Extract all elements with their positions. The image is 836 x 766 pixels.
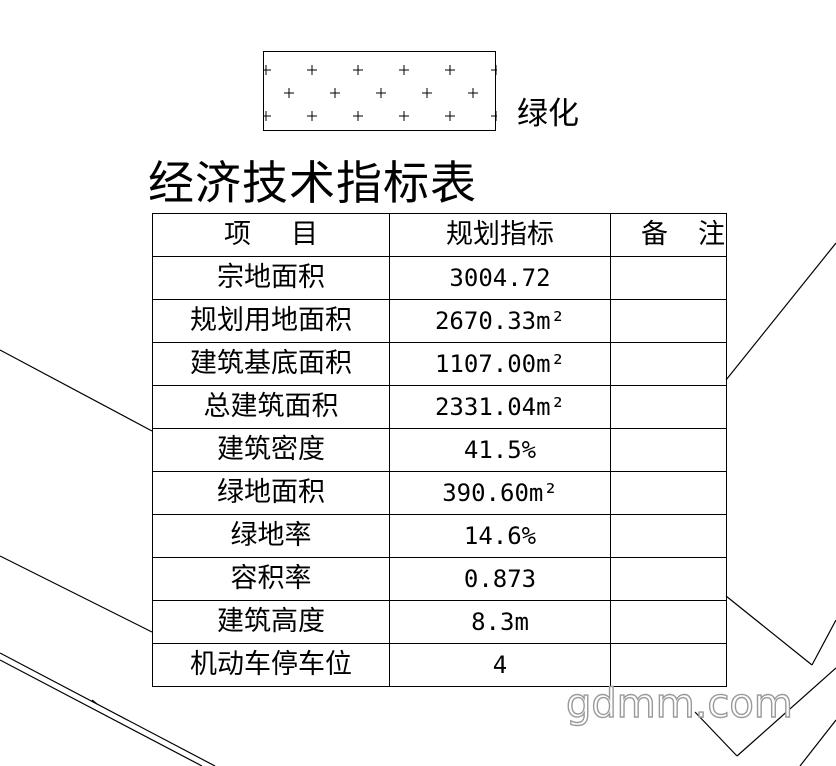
cell-item: 宗地面积 — [152, 256, 390, 300]
cell-value: 41.5% — [389, 428, 611, 472]
boundary-line — [811, 619, 836, 666]
cell-value: 0.873 — [389, 557, 611, 601]
table-header-row: 项目 规划指标 备注 — [152, 213, 727, 257]
cell-item: 绿地面积 — [152, 471, 390, 515]
cell-item: 建筑基底面积 — [152, 342, 390, 386]
cell-note — [610, 471, 727, 515]
cell-value: 2331.04m² — [389, 385, 611, 429]
cross-hatch-pattern — [261, 65, 501, 121]
cell-value: 1107.00m² — [389, 342, 611, 386]
cell-note — [610, 256, 727, 300]
header-note: 备注 — [610, 213, 727, 257]
boundary-line — [0, 349, 153, 432]
boundary-line — [0, 555, 153, 633]
cell-item: 绿地率 — [152, 514, 390, 558]
cell-value: 8.3m — [389, 600, 611, 644]
cell-value: 2670.33m² — [389, 299, 611, 343]
cell-item: 规划用地面积 — [152, 299, 390, 343]
boundary-line — [799, 719, 836, 766]
cell-item: 总建筑面积 — [152, 385, 390, 429]
header-item: 项目 — [152, 213, 390, 257]
cell-note — [610, 600, 727, 644]
cell-value: 4 — [389, 643, 611, 687]
cell-value: 390.60m² — [389, 471, 611, 515]
header-value: 规划指标 — [389, 213, 611, 257]
boundary-line — [0, 659, 203, 766]
cell-item: 容积率 — [152, 557, 390, 601]
economic-indicators-table: 项目 规划指标 备注 宗地面积3004.72规划用地面积2670.33m²建筑基… — [152, 213, 727, 687]
cell-item: 建筑高度 — [152, 600, 390, 644]
boundary-line — [91, 699, 98, 705]
cell-note — [610, 514, 727, 558]
cell-note — [610, 299, 727, 343]
boundary-line — [0, 652, 216, 766]
watermark: gdmm.com — [565, 680, 793, 727]
cell-note — [610, 428, 727, 472]
cell-note — [610, 342, 727, 386]
cell-note — [610, 557, 727, 601]
green-area-legend-swatch — [261, 51, 501, 131]
cell-note — [610, 643, 727, 687]
boundary-line — [725, 595, 813, 666]
cell-value: 3004.72 — [389, 256, 611, 300]
cell-note — [610, 385, 727, 429]
table-title: 经济技术指标表 — [148, 156, 477, 210]
boundary-line — [725, 242, 836, 381]
cell-value: 14.6% — [389, 514, 611, 558]
cell-item: 建筑密度 — [152, 428, 390, 472]
legend-label: 绿化 — [517, 96, 579, 132]
cell-item: 机动车停车位 — [152, 643, 390, 687]
boundary-line — [736, 667, 836, 757]
boundary-line — [694, 711, 738, 757]
